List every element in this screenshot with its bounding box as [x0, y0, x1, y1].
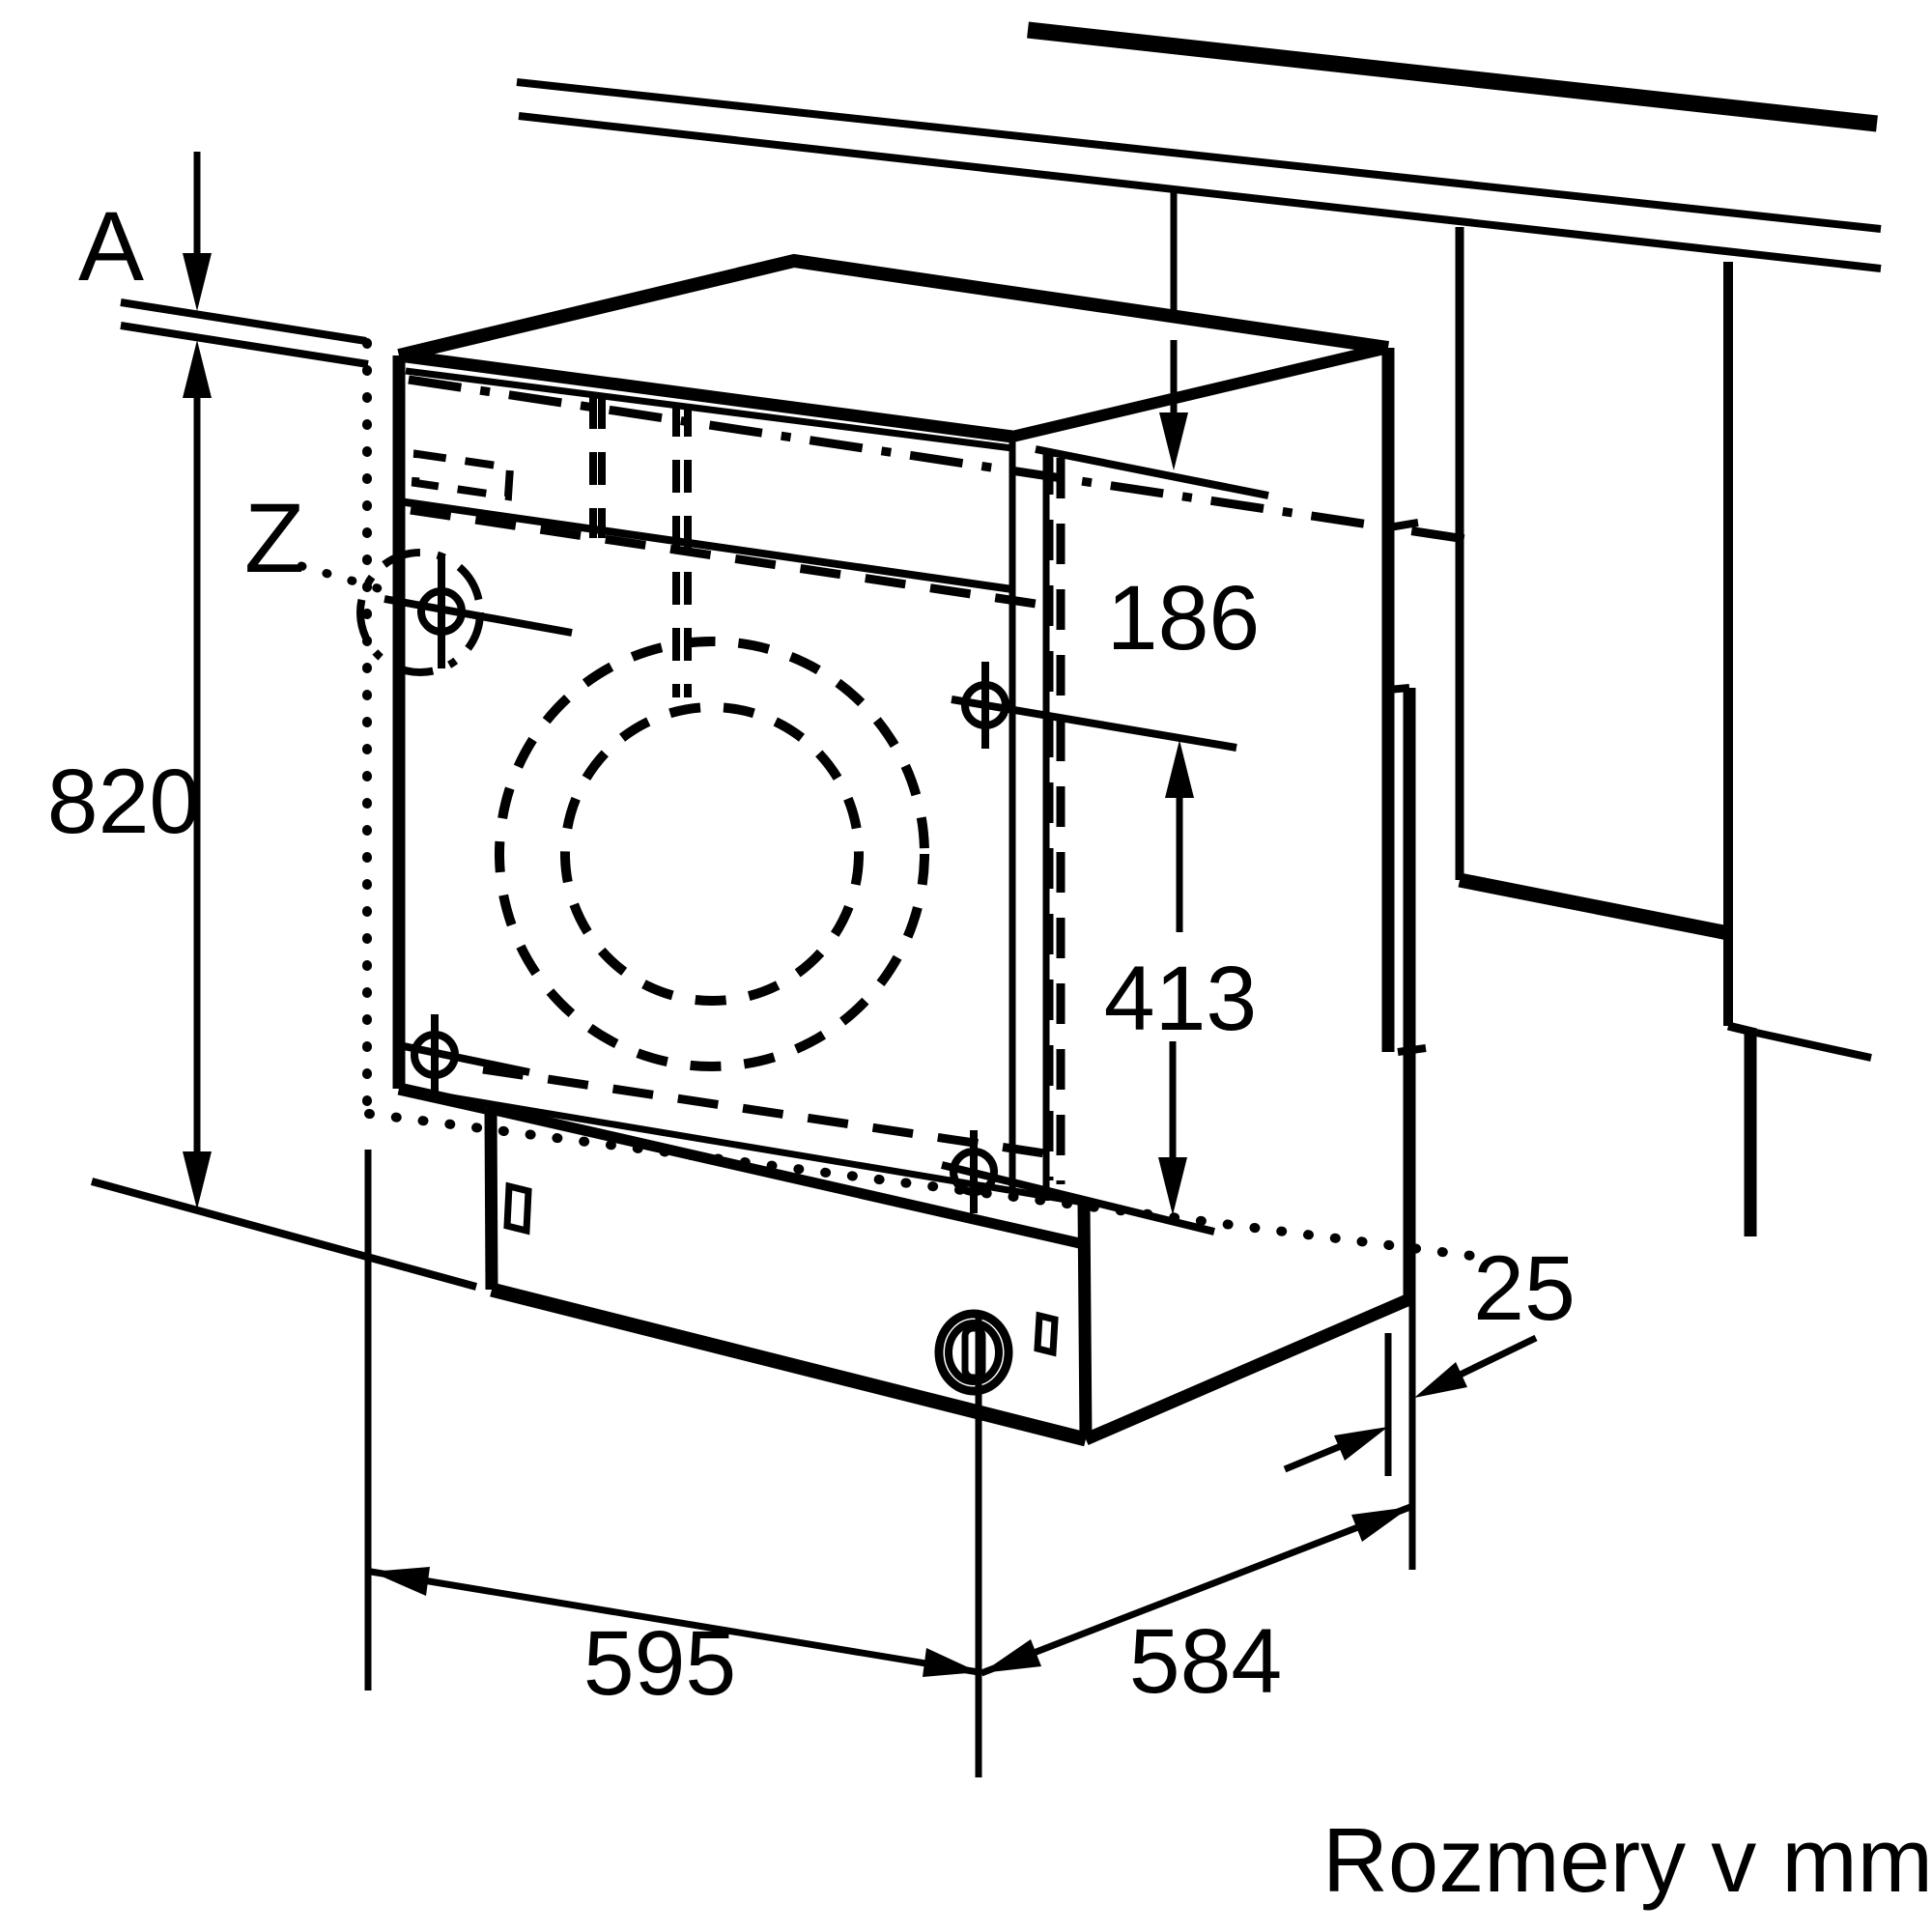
plinth-clip-detail: [503, 1181, 532, 1236]
control-panel: [398, 375, 1479, 697]
label-186: 186: [1107, 567, 1261, 669]
25-arrowhead-right: [1414, 1362, 1467, 1398]
820-arrowhead-up: [183, 340, 212, 398]
dimension-413: 413: [1104, 740, 1258, 1215]
counter-edge-top: [120, 298, 367, 345]
dimension-584: 584: [980, 1503, 1412, 1713]
413-arrowhead-down: [1158, 1157, 1187, 1215]
cabinet-step-nub: [1726, 1021, 1758, 1037]
plinth-top-edge: [484, 1102, 1086, 1250]
screw-top-right: [951, 662, 1237, 752]
584-dim-line: [980, 1503, 1412, 1677]
584-arrowhead-right: [1351, 1507, 1410, 1542]
label-820: 820: [47, 751, 201, 853]
door-outer-dashed-circle: [495, 637, 929, 1071]
plinth-bottom-edge: [490, 1282, 1088, 1447]
plinth-step-edge: [397, 1082, 488, 1115]
label-595: 595: [583, 1612, 737, 1715]
hidden-vertical-edges: [589, 396, 692, 697]
floor-reference-line: [90, 1178, 478, 1291]
label-z: Z: [244, 483, 304, 593]
screw-reference-line: [941, 1161, 1215, 1236]
584-arrowhead-left: [981, 1639, 1041, 1673]
door-dashed-bottom: [482, 1065, 1059, 1160]
mounting-screws: [356, 549, 1237, 1236]
door-dashed-top: [410, 505, 1056, 611]
dimension-595: 595: [364, 1150, 982, 1777]
dimension-a: A: [78, 152, 212, 311]
186-reference-line: [1035, 445, 1269, 499]
pump-outer-ring: [934, 1309, 1013, 1396]
furniture-door-dashed: [410, 454, 1065, 1184]
machine-body-edges: [392, 348, 1427, 1207]
595-arrowhead-left: [371, 1567, 430, 1596]
worktop-under-edge-2: [518, 112, 1882, 272]
niche-outline: [362, 338, 1499, 1264]
door-inner-dashed-circle: [560, 702, 864, 1006]
top-front-edge-inner: [405, 367, 1013, 452]
cabinet-plinth-edge: [1458, 872, 1730, 941]
186-arrowhead-down: [1159, 412, 1188, 470]
detail-z-circle: [356, 549, 484, 676]
worktop-hidden-dashdot-line: [408, 375, 1479, 546]
cabinet-floor-line: [1755, 1029, 1872, 1062]
dimension-186: 186: [1035, 188, 1269, 669]
left-counter-lines: [120, 298, 369, 368]
caption-units: Rozmery v mm: [1322, 1809, 1932, 1911]
820-arrowhead-down: [183, 1151, 212, 1209]
top-rear-edges: [397, 253, 1390, 362]
413-arrowhead-up: [1165, 740, 1194, 798]
dimension-z: Z: [244, 483, 389, 595]
plinth-left-edge: [484, 1108, 498, 1291]
worktop-lines: [516, 21, 1882, 272]
worktop-under-edge-1: [516, 78, 1882, 233]
top-front-edge: [398, 349, 1013, 443]
label-584: 584: [1129, 1610, 1283, 1713]
dimension-25: 25: [1283, 1186, 1576, 1570]
niche-bottom-dotted: [364, 1109, 1499, 1264]
side-door-panel: [1083, 684, 1416, 1445]
595-dim-line: [370, 1568, 980, 1676]
plinth-right-edge: [1077, 1202, 1093, 1440]
door-panel-bottom-edge: [1083, 1293, 1412, 1445]
screw-cross-line: [398, 1041, 530, 1076]
machine-top-face: [397, 253, 1390, 452]
hinge-tick-top: [1388, 519, 1419, 531]
screw-top-left: [356, 549, 573, 676]
plinth: [397, 1082, 1093, 1447]
screw-bottom-right: [941, 1130, 1215, 1236]
pump-slot: [961, 1324, 986, 1381]
front-bottom-edge: [398, 1085, 1085, 1207]
label-413: 413: [1104, 948, 1258, 1050]
screw-reference-line: [951, 696, 1237, 752]
screw-bottom-left: [398, 1014, 530, 1096]
worktop-top-edge: [1027, 21, 1878, 132]
label-25: 25: [1473, 1237, 1576, 1340]
counter-edge-bottom: [120, 322, 369, 368]
a-arrowhead-down: [183, 253, 212, 311]
drain-pump-cap: [934, 1309, 1013, 1396]
dimensions: A 820 Z 186 413: [47, 152, 1576, 1777]
right-cabinet: [1455, 227, 1872, 1236]
25-arrowhead-left: [1334, 1427, 1388, 1461]
drum-door: [495, 637, 929, 1071]
plinth-clip-detail-2: [1034, 1311, 1059, 1357]
label-a: A: [78, 191, 144, 301]
control-panel-bottom-edge: [398, 497, 1013, 593]
pump-inner-ring: [945, 1320, 1003, 1385]
display-window-dashed: [411, 449, 515, 501]
dimension-820: 820: [47, 340, 478, 1291]
top-right-edge: [1010, 342, 1390, 442]
washing-machine: [356, 253, 1479, 1447]
595-arrowhead-right: [923, 1648, 979, 1677]
